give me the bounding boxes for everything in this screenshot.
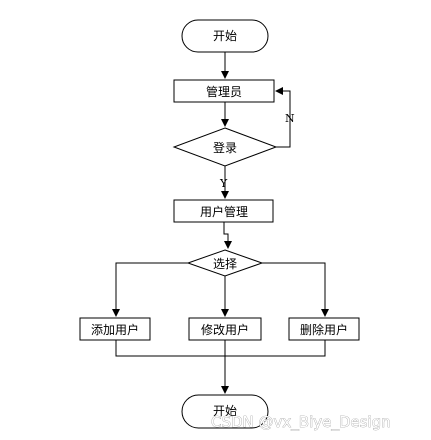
add-user-node: 添加用户 [79,317,151,341]
login-decision: 登录 [172,127,278,167]
start-label: 开始 [213,29,237,43]
end-node: 开始 [181,394,269,429]
start-node: 开始 [181,19,269,53]
user-mgmt-label: 用户管理 [200,204,248,219]
end-label: 开始 [213,404,237,418]
edit-user-label: 修改用户 [201,322,249,337]
edge-merge-bus [115,340,326,357]
edit-user-node: 修改用户 [188,317,262,341]
edge-yes-label: Y [219,177,228,190]
edge-usermgmt-select [223,222,232,249]
edge-no-label: N [285,112,295,125]
admin-label: 管理员 [206,84,242,99]
delete-user-node: 删除用户 [288,317,360,341]
select-decision: 选择 [186,249,264,277]
watermark-text: CSDN @vx_Biye_Design [211,413,391,432]
edge-select-add [112,262,188,317]
login-label: 登录 [213,140,237,155]
user-mgmt-node: 用户管理 [173,199,274,223]
select-label: 选择 [213,257,237,271]
add-user-label: 添加用户 [91,322,139,337]
edge-login-no-loop [275,87,291,148]
delete-user-label: 删除用户 [300,322,348,337]
admin-node: 管理员 [173,79,275,103]
edge-select-delete [262,262,329,317]
